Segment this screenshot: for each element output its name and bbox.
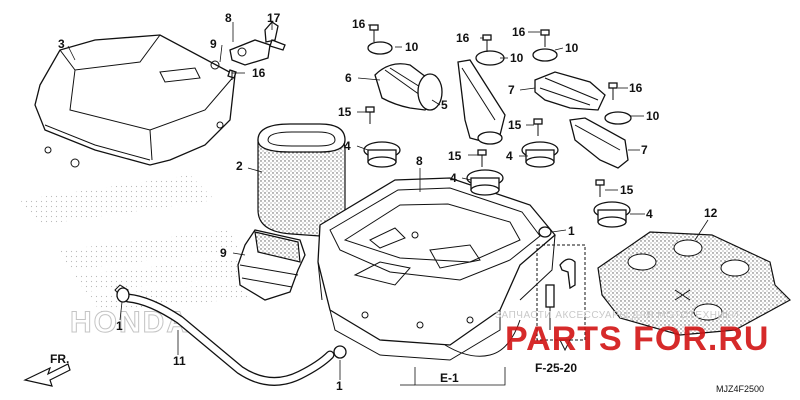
callout-1-a: 1 <box>116 319 123 333</box>
callout-16-e: 16 <box>629 81 643 95</box>
callout-13: 8 <box>225 11 232 25</box>
callout-4-c: 4 <box>506 149 513 163</box>
callout-14: 9 <box>210 37 217 51</box>
part-9-intake-duct <box>237 229 306 301</box>
callout-4-a: 4 <box>344 139 351 153</box>
callout-1-c: 1 <box>568 224 575 238</box>
callout-16-c: 16 <box>456 31 470 45</box>
callout-15-b: 15 <box>448 149 462 163</box>
callout-1-b: 1 <box>336 379 343 393</box>
part-2-air-filter <box>257 123 346 237</box>
hose-clamp-right <box>333 345 347 359</box>
watermark-logo: PARTS FOR.RU <box>505 320 769 358</box>
reference-f-25-20: F-25-20 <box>535 361 577 375</box>
callout-16-b: 16 <box>352 17 366 31</box>
drain-tube-assembly <box>536 244 586 352</box>
callout-4-d: 4 <box>646 207 653 221</box>
callout-12: 12 <box>704 206 718 220</box>
callout-10-a: 10 <box>405 40 419 54</box>
callout-8: 8 <box>416 154 423 168</box>
front-arrow-icon <box>23 363 71 387</box>
callout-5: 5 <box>441 98 448 112</box>
callout-15-d: 15 <box>620 183 634 197</box>
callout-labels: 8 9 17 16 3 2 9 8 16 10 6 15 4 5 16 10 1… <box>58 11 718 393</box>
hose-clamp-left <box>116 287 130 303</box>
leader-lines <box>67 22 709 380</box>
callout-9: 9 <box>220 246 227 260</box>
part-12-heat-shield <box>597 231 791 336</box>
callout-15-c: 15 <box>508 118 522 132</box>
part-4-insulator-1 <box>363 141 401 168</box>
part-8-air-cleaner-case <box>317 177 556 361</box>
part-5-velocity-stack <box>457 50 506 145</box>
callout-4-b: 4 <box>450 171 457 185</box>
fasteners <box>231 24 618 197</box>
diagram-code: MJZ4F2500 <box>716 384 764 394</box>
callout-2: 2 <box>236 159 243 173</box>
callout-7-a: 7 <box>508 83 515 97</box>
callout-15-a: 15 <box>338 105 352 119</box>
front-label: FR. <box>50 352 69 366</box>
part-4-insulator-4 <box>593 201 631 228</box>
callout-6: 6 <box>345 71 352 85</box>
callout-7-b: 7 <box>641 143 648 157</box>
part-3-air-cleaner-cover <box>34 34 236 168</box>
part-4-insulator-3 <box>521 141 559 168</box>
part-13-sensor-assembly <box>210 21 286 79</box>
e1-reference-bracket <box>400 367 506 386</box>
callout-17: 17 <box>267 11 281 25</box>
watermark-caption: ЗАПЧАСТИ АКСЕССУАРЫ ДЛЯ МОТОТЕХНИКИ <box>495 310 739 321</box>
callout-10-b: 10 <box>510 51 524 65</box>
part-7-intake-duct-lower <box>569 111 632 169</box>
hose-clamp-case <box>538 226 552 238</box>
part-6-intake-boot <box>367 41 443 111</box>
part-7-intake-duct-upper <box>532 48 606 111</box>
callout-10-d: 10 <box>646 109 660 123</box>
honda-wing-logo: HONDA <box>20 175 250 340</box>
callout-16-d: 16 <box>512 25 526 39</box>
callout-11: 11 <box>173 354 186 368</box>
part-4-insulator-2 <box>466 169 504 196</box>
callout-3: 3 <box>58 37 65 51</box>
callout-10-c: 10 <box>565 41 579 55</box>
reference-e1: E-1 <box>440 371 459 385</box>
callout-16-a: 16 <box>252 66 266 80</box>
